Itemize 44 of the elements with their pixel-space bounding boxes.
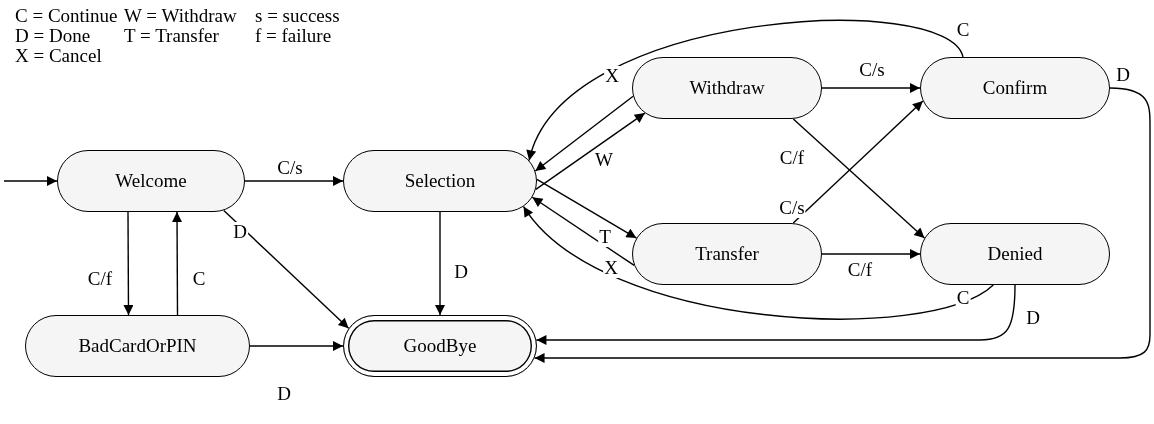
- transition-arrow: [249, 341, 344, 351]
- transition-arrow: [792, 100, 924, 224]
- edge-label: C: [955, 288, 971, 308]
- transition-arrow: [533, 87, 1151, 363]
- transition-arrow: [821, 249, 921, 259]
- state-box: [920, 57, 1110, 119]
- state-name: GoodBye: [403, 335, 477, 357]
- transition-arrow: [821, 83, 921, 93]
- abbreviation-note: s = success: [255, 6, 340, 26]
- state-name: Denied: [987, 243, 1043, 265]
- transition-arrow: [534, 95, 634, 172]
- state-box: [343, 315, 537, 377]
- state-box: [632, 57, 822, 119]
- transition-arrow: [531, 196, 635, 267]
- transition-arrow: [3, 176, 58, 186]
- transition-arrow: [535, 112, 646, 191]
- abbreviation-note: X = Cancel: [15, 46, 102, 66]
- edge-label: C/s: [778, 198, 806, 218]
- state-box: [632, 223, 822, 285]
- edge-label: X: [603, 258, 619, 278]
- transition-arrow: [172, 211, 183, 316]
- transition-arrow: [792, 118, 926, 239]
- state-name: Transfer: [695, 243, 759, 265]
- transition-arrow: [522, 205, 994, 320]
- transition-arrow: [535, 284, 1016, 345]
- transition-arrow: [528, 19, 964, 162]
- state-name: BadCardOrPIN: [78, 335, 197, 357]
- abbreviation-note: T = Transfer: [124, 26, 219, 46]
- state-box: [343, 150, 537, 212]
- state-name: Confirm: [982, 77, 1048, 99]
- abbreviation-note: D = Done: [15, 26, 91, 46]
- abbreviation-note: W = Withdraw: [124, 6, 237, 26]
- state-box: [920, 223, 1110, 285]
- transition-arrow: [536, 178, 638, 239]
- abbreviation-note: f = failure: [255, 26, 332, 46]
- state-name: Withdraw: [689, 77, 765, 99]
- transition-arrow: [244, 176, 344, 186]
- transition-arrow: [123, 211, 134, 316]
- state-name: Selection: [404, 170, 476, 192]
- abbreviation-note: C = Continue: [15, 6, 118, 26]
- transition-arrow: [435, 211, 445, 316]
- edge-label: T: [598, 227, 612, 247]
- state-name: Welcome: [115, 170, 187, 192]
- transition-arrow: [223, 209, 350, 329]
